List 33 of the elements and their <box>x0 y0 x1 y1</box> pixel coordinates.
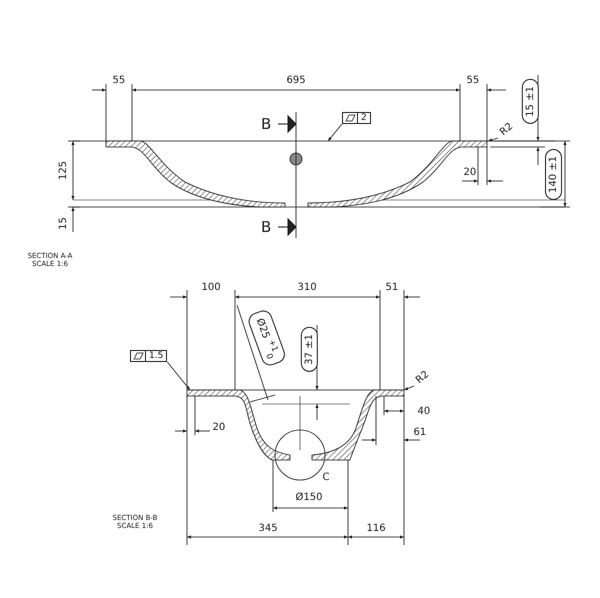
dimension-value: 51 <box>386 282 398 292</box>
leader-line <box>488 138 498 142</box>
tolerance-value: 2 <box>360 113 368 123</box>
dimension-value: Ø150 <box>296 492 322 502</box>
dimension-value: 61 <box>414 426 426 438</box>
basin-section-drawing <box>186 390 404 460</box>
dimension-value: 20 <box>464 166 476 178</box>
tolerance-frame <box>130 350 168 362</box>
dimension-value: 695 <box>286 74 306 86</box>
dimension-value: 116 <box>366 522 386 534</box>
radius-label: R2 <box>498 121 516 138</box>
dimension-value: 55 <box>466 74 480 86</box>
dimension-value: 20 <box>212 422 226 432</box>
dimension-value: 100 <box>202 282 221 292</box>
tolerance-value: 1.5 <box>148 351 164 361</box>
dimension-value: 15 <box>57 216 68 230</box>
leader-line <box>166 362 190 390</box>
dimension-value: 37 ±1 <box>300 326 318 372</box>
section-letter: B <box>261 118 272 130</box>
dimension-value: 125 <box>58 160 69 180</box>
dimension-value: 55 <box>112 74 126 86</box>
dimension-value: 310 <box>298 282 317 292</box>
dimension-value: 15 ±1 <box>521 78 538 124</box>
dimension-value: 40 <box>418 406 430 416</box>
tolerance-frame <box>342 112 371 124</box>
leader-line <box>404 386 414 390</box>
radius-label: R2 <box>414 369 432 386</box>
detail-letter: C <box>322 472 330 482</box>
dimension-value: 345 <box>258 522 278 534</box>
leader-line <box>328 124 342 142</box>
basin-section-drawing <box>72 140 566 208</box>
dimension-value: 140 ±1 <box>544 148 562 200</box>
section-letter: B <box>261 222 272 232</box>
